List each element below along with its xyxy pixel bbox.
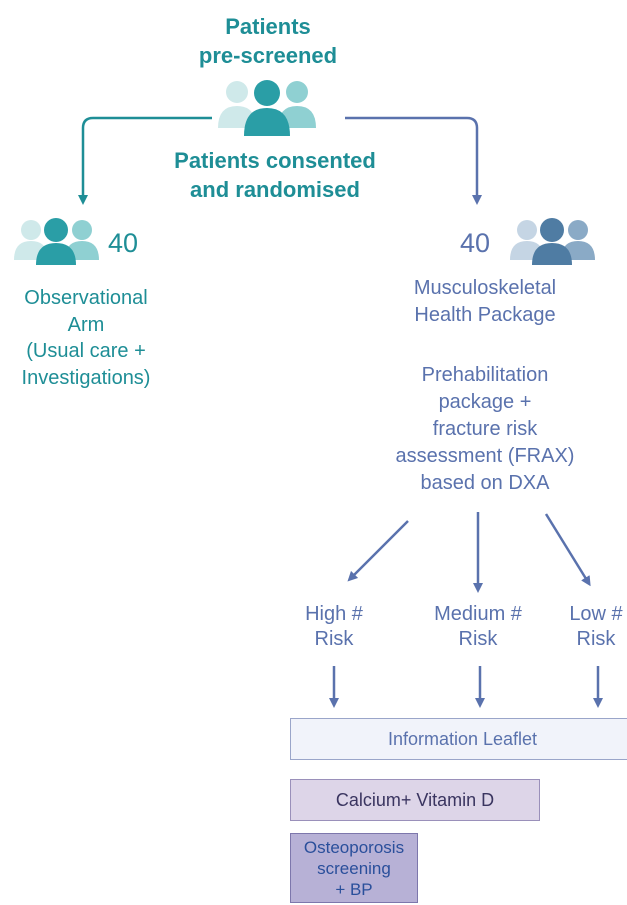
intervention-count: 40 — [460, 228, 491, 258]
risk-high-label: High # Risk — [305, 603, 363, 650]
prescreened-title: Patients pre-screened — [198, 14, 338, 68]
risk-low-label: Low # Risk — [569, 603, 623, 650]
arrow-to-high-risk — [347, 520, 409, 582]
arrow-to-low-risk — [544, 513, 591, 587]
information-leaflet-label: Information Leaflet — [387, 728, 538, 749]
calcium-vitamin-d-label: Calcium+ Vitamin D — [335, 789, 495, 810]
consented-title: Patients consented and randomised — [174, 148, 376, 202]
observational-count: 40 — [108, 228, 139, 258]
information-leaflet-box: Information Leaflet — [290, 718, 627, 760]
osteoporosis-screening-box: Osteoporosis screening + BP — [290, 833, 418, 903]
risk-medium-label: Medium # Risk — [434, 603, 522, 650]
intervention-arm-label: Musculoskeletal Health Package — [413, 277, 557, 326]
observational-arm-label: Observational Arm (Usual care + Investig… — [21, 287, 151, 389]
arrow-to-observational — [78, 116, 212, 205]
arrow-to-intervention — [345, 116, 482, 205]
prehab-description: Prehabilitation package + fracture risk … — [395, 364, 575, 494]
calcium-vitamin-d-box: Calcium+ Vitamin D — [290, 779, 540, 821]
osteoporosis-screening-label: Osteoporosis screening + BP — [303, 837, 405, 899]
